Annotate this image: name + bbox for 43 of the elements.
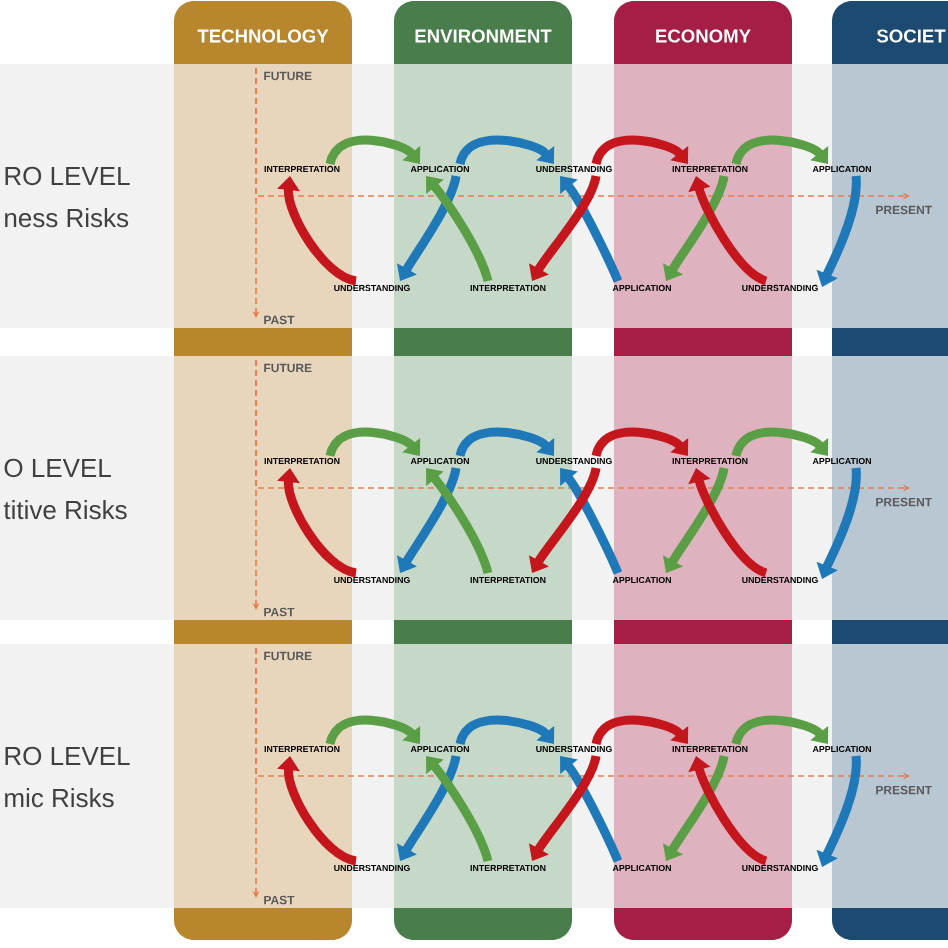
column-bar	[832, 328, 948, 356]
curved-arrow	[455, 427, 555, 458]
curved-arrow	[397, 175, 461, 281]
row-title: O LEVEL titive Risks	[3, 458, 127, 520]
curved-arrow	[731, 135, 829, 166]
column-bar	[174, 328, 352, 356]
curved-arrow	[397, 467, 461, 573]
curved-arrow	[426, 468, 493, 575]
curved-arrow	[663, 467, 729, 573]
curved-arrow	[663, 755, 729, 861]
column-header: TECHNOLOGY	[174, 1, 352, 64]
curved-arrow	[591, 135, 689, 166]
curved-arrow	[325, 715, 421, 746]
column-foot	[614, 908, 792, 940]
column-foot	[394, 908, 572, 940]
column-bar	[614, 620, 792, 644]
column-bar	[394, 620, 572, 644]
row-title: RO LEVEL ness Risks	[5, 166, 130, 228]
curved-arrow	[731, 715, 829, 746]
column-foot	[174, 908, 352, 940]
curved-arrow	[397, 755, 461, 861]
column-header: ECONOMY	[614, 1, 792, 64]
curved-arrow	[591, 715, 689, 746]
curved-arrow	[426, 176, 493, 283]
column-header: ENVIRONMENT	[394, 1, 572, 64]
curved-arrow	[529, 174, 601, 281]
curved-arrow	[325, 135, 421, 166]
column-bar	[614, 328, 792, 356]
curved-arrow	[455, 715, 555, 746]
curved-arrow	[591, 427, 689, 458]
column-bar	[394, 328, 572, 356]
curved-arrow	[529, 466, 601, 573]
row-title: RO LEVEL mic Risks	[5, 746, 130, 808]
curved-arrow	[529, 754, 601, 861]
curved-arrow	[455, 135, 555, 166]
curved-arrow	[731, 427, 829, 458]
column-bar	[832, 620, 948, 644]
column-foot	[832, 908, 948, 940]
curved-arrow	[426, 756, 493, 863]
curved-arrow	[663, 175, 729, 281]
curved-arrow	[325, 427, 421, 458]
column-header: SOCIET	[832, 1, 948, 64]
column-bar	[174, 620, 352, 644]
